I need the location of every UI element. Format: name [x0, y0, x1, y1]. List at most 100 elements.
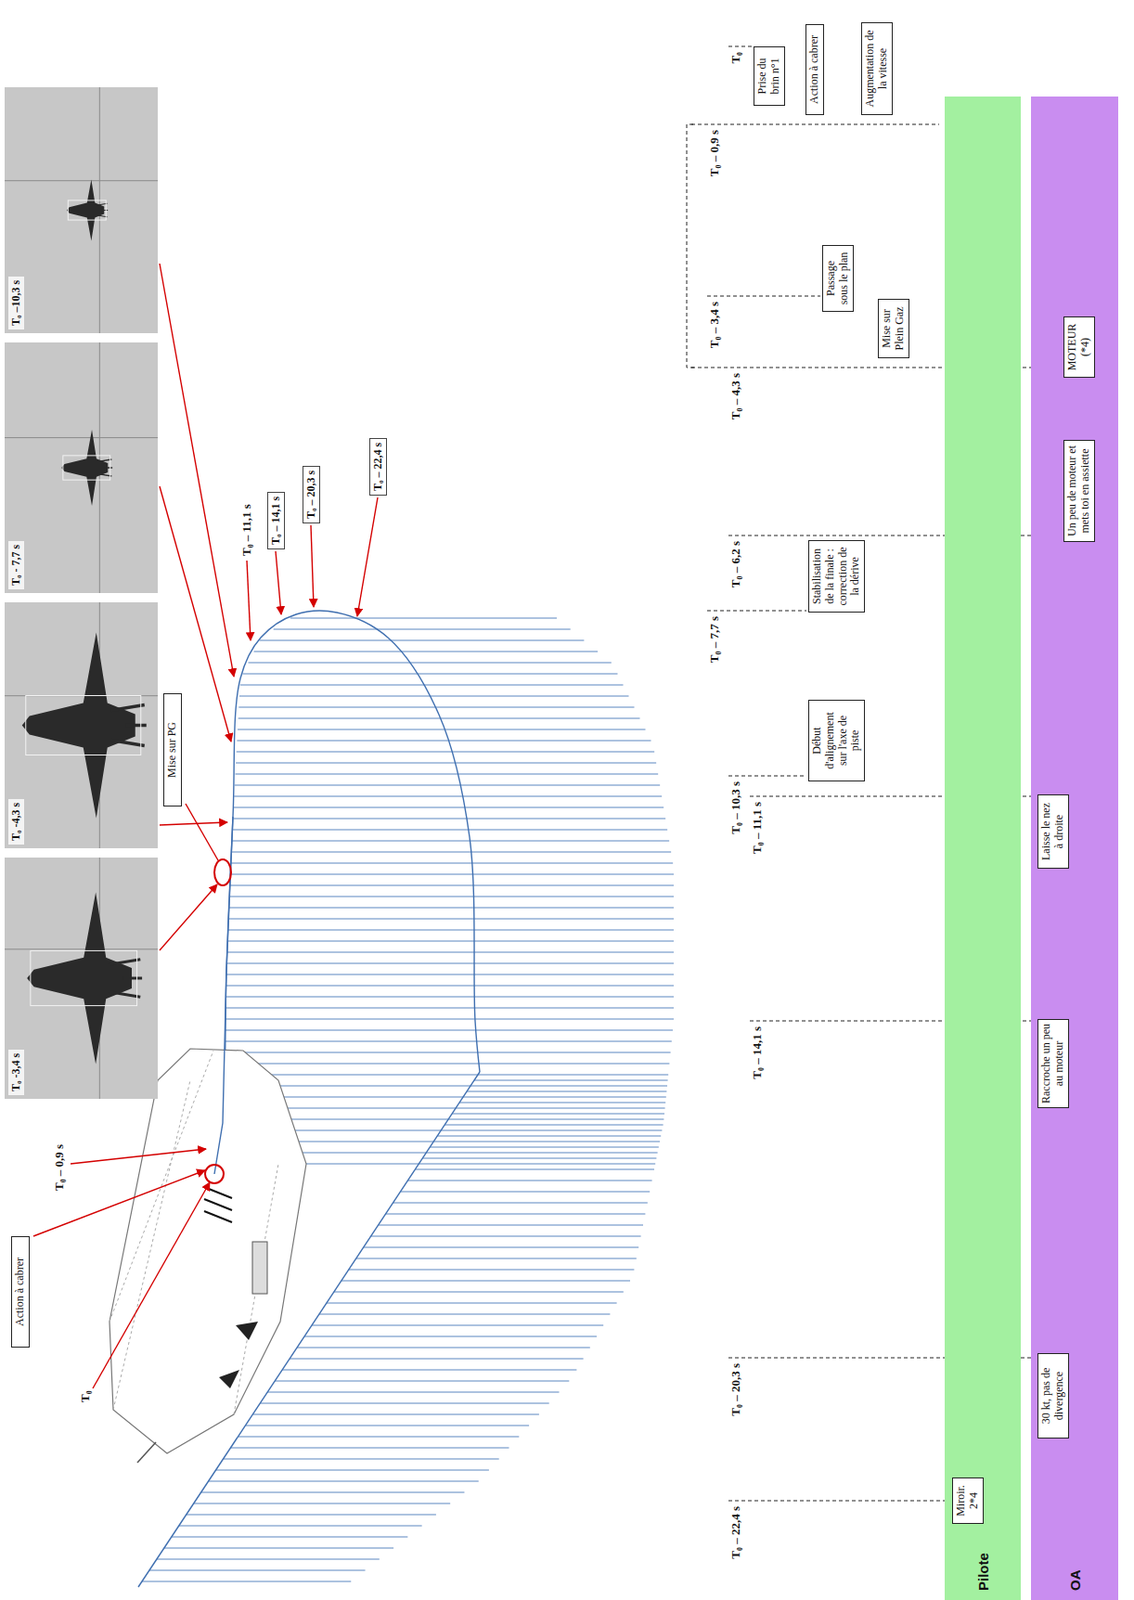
- event-box: Stabilisation de la finale : correction …: [808, 540, 865, 613]
- hatch-line: [399, 1191, 650, 1193]
- hatch-line: [231, 829, 668, 831]
- hatch-line: [231, 863, 673, 864]
- event-box: Prise du brin n°1: [753, 46, 786, 106]
- time-box: T₀ – 22,4 s: [369, 438, 387, 496]
- hatch-line: [231, 840, 670, 842]
- event-box: Action à cabrer: [805, 24, 825, 116]
- hatch-line: [228, 929, 674, 931]
- hatch-line: [233, 807, 665, 809]
- ship-deck-line: [109, 1050, 279, 1415]
- crosshair: [4, 180, 158, 181]
- hatch-line: [216, 1469, 490, 1471]
- hatch-line: [227, 940, 674, 942]
- node-text: Un peu de moteur et mets toi en assiette: [1066, 444, 1093, 538]
- hatch-line: [228, 918, 674, 920]
- node-text: T₀ - 7,7 s: [8, 541, 25, 590]
- hatch-line: [193, 1503, 452, 1505]
- node-text: Raccroche un peu au moteur: [1040, 1023, 1067, 1104]
- event-box: Mise sur Plein Gaz: [877, 298, 910, 359]
- time-label: T₀ – 14,1 s: [749, 1025, 765, 1081]
- node-text: Pilote: [975, 1552, 992, 1591]
- red-arrow: [246, 560, 251, 641]
- photo-image: [4, 602, 158, 849]
- red-arrow: [159, 884, 218, 951]
- hatch-line: [222, 1108, 665, 1109]
- red-arrow: [310, 525, 314, 607]
- red-arrow: [159, 822, 228, 825]
- time-tick: [728, 1500, 951, 1502]
- phase-bracket: [686, 124, 695, 368]
- aircraft-carrier: [109, 1048, 307, 1463]
- hatch-line: [223, 1085, 668, 1087]
- hatch-line: [326, 1302, 618, 1304]
- time-tick: [691, 124, 940, 126]
- arresting-wire: [204, 1198, 232, 1211]
- touchdown-circle: [205, 1164, 224, 1184]
- hatch-line: [466, 1091, 667, 1093]
- time-box: T₀ – 20,3 s: [302, 465, 321, 524]
- arresting-wire: [204, 1186, 232, 1199]
- red-arrow: [92, 1182, 210, 1389]
- aircraft-silhouette: [66, 180, 104, 242]
- arresting-wire: [204, 1211, 232, 1223]
- event-box: 30 kt, pas de divergence: [1037, 1353, 1070, 1439]
- node-text: Début d'alignement sur l'axe de piste: [811, 704, 863, 777]
- hatch-line: [334, 1291, 624, 1293]
- hatch-line: [226, 985, 674, 987]
- hatch-line: [422, 1158, 657, 1160]
- event-box: Mise sur PG: [163, 693, 182, 807]
- hatch-line: [451, 1113, 665, 1115]
- hatch-line: [230, 1447, 509, 1449]
- event-box: Début d'alignement sur l'axe de piste: [808, 699, 865, 782]
- ship-mark: [219, 1321, 258, 1389]
- hatch-line: [225, 1018, 674, 1020]
- hatch-line: [289, 1358, 583, 1360]
- tracking-frame: [30, 950, 138, 1006]
- ship-hull: [109, 1048, 307, 1454]
- hatch-line: [259, 640, 585, 642]
- node-text: OA: [1067, 1570, 1083, 1592]
- hatch-line: [225, 1007, 674, 1009]
- photo-image: [4, 87, 158, 334]
- crosshair: [4, 437, 158, 439]
- node-text: T₀ – 14,1 s: [269, 496, 284, 545]
- hatch-line: [230, 874, 674, 876]
- hatch-line: [149, 1570, 366, 1572]
- hatch-line: [259, 1403, 549, 1405]
- hatch-line: [273, 629, 571, 631]
- node-text: Augmentation de la vitesse: [863, 26, 890, 111]
- camera-photo: T₀ -3,4 s: [4, 857, 158, 1099]
- time-tick: [728, 46, 752, 48]
- node-text: T₀ -4,3 s: [8, 798, 25, 845]
- camera-photo: T₀ –10,3 s: [4, 87, 158, 334]
- time-box: T₀ – 14,1 s: [267, 491, 285, 550]
- hatch-line: [232, 818, 666, 820]
- ship-mast: [137, 1442, 156, 1463]
- event-box: Action à cabrer: [11, 1236, 30, 1348]
- aircraft-silhouette: [22, 632, 136, 819]
- tracking-frame: [25, 695, 142, 756]
- photo-image: [4, 857, 158, 1099]
- node-text: 30 kt, pas de divergence: [1040, 1357, 1067, 1434]
- hatch-line: [239, 695, 630, 697]
- role-band: PiloteMiroir. 2*4: [944, 96, 1021, 1600]
- photo-image: [4, 342, 158, 593]
- node-text: Passage sous le plan: [824, 249, 851, 308]
- node-text: Action à cabrer: [808, 28, 822, 111]
- hatch-line: [233, 796, 662, 798]
- hatch-line: [186, 1514, 437, 1516]
- hatch-line: [243, 673, 619, 675]
- hatch-line: [227, 952, 674, 954]
- camera-photo: T₀ -4,3 s: [4, 602, 158, 849]
- node-text: T₀ –10,3 s: [8, 276, 25, 330]
- role-band: OA 30 kt, pas de divergence Raccroche un p…: [1030, 96, 1119, 1600]
- event-box: Raccroche un peu au moteur: [1037, 1018, 1070, 1109]
- hatch-line: [267, 1391, 559, 1393]
- time-label: T₀: [728, 51, 744, 65]
- ship-island: [252, 1241, 268, 1294]
- hatch-line: [244, 1425, 529, 1427]
- hatch-line: [238, 718, 641, 720]
- node-text: Prise du brin n°1: [756, 51, 783, 102]
- hatch-line: [231, 851, 671, 853]
- hatch-line: [229, 907, 674, 909]
